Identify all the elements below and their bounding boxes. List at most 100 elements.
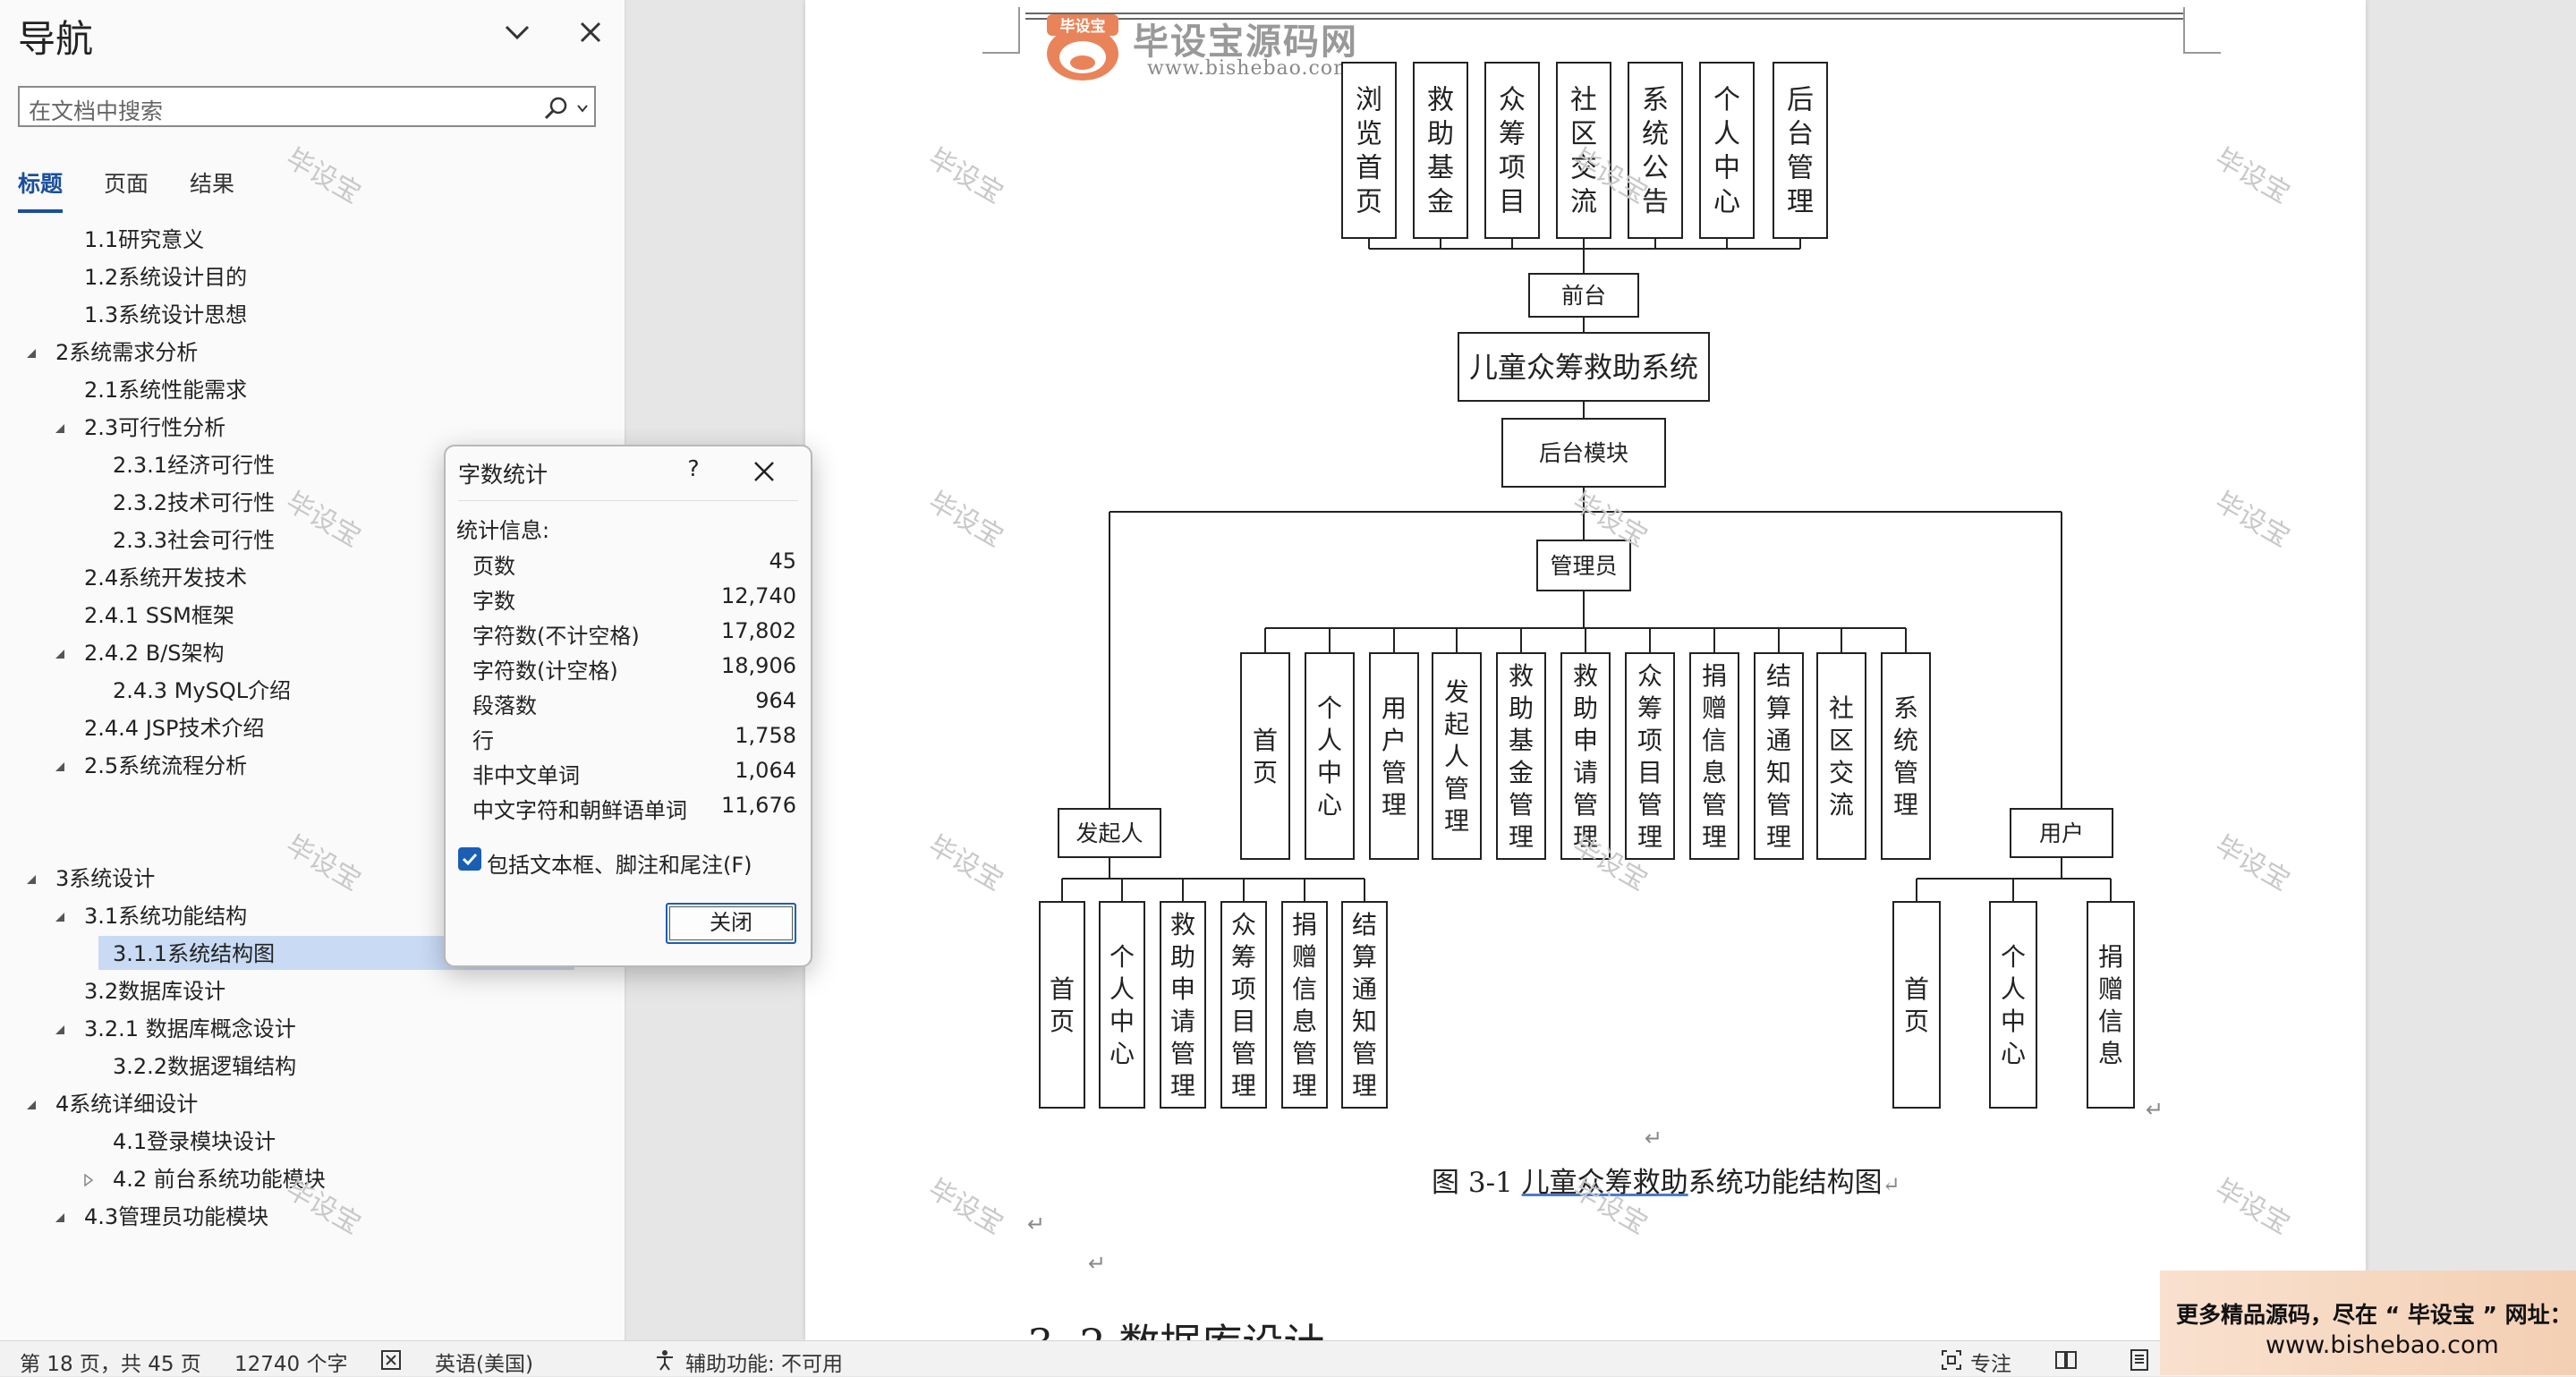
stat-label: 字符数(计空格)	[472, 659, 618, 684]
stat-value: 11,676	[721, 793, 796, 818]
outline-item-label: 2.1系统性能需求	[84, 378, 248, 403]
promo-line-1: 更多精品源码，尽在 “ 毕设宝 ” 网址：	[2176, 1302, 2572, 1328]
expanded-triangle-icon[interactable]	[25, 1099, 38, 1111]
outline-item-label: 4系统详细设计	[55, 1092, 199, 1117]
document-page[interactable]	[805, 0, 2366, 1340]
stat-value: 964	[755, 688, 796, 713]
stat-value: 45	[769, 548, 796, 574]
outline-item-label: 2.4.4 JSP技术介绍	[84, 716, 265, 741]
stat-value: 18,906	[721, 653, 796, 678]
outline-item-label: 3.2.2数据逻辑结构	[113, 1054, 297, 1079]
page-count[interactable]: 第 18 页，共 45 页	[20, 1353, 201, 1376]
paragraph-mark: ↵	[2146, 1097, 2164, 1122]
expanded-triangle-icon[interactable]	[54, 761, 66, 773]
stat-label: 段落数	[472, 693, 537, 718]
stat-label: 行	[472, 728, 494, 753]
word-count[interactable]: 12740 个字	[234, 1353, 348, 1376]
stat-value: 17,802	[721, 618, 796, 643]
expanded-triangle-icon[interactable]	[25, 873, 38, 886]
header-rule	[1025, 18, 2183, 20]
close-button[interactable]: 关闭	[666, 903, 796, 944]
caption-rest: 系统功能结构图	[1688, 1167, 1883, 1199]
outline-item-label: 2系统需求分析	[55, 340, 199, 365]
outline-item-label: 1.2系统设计目的	[84, 265, 248, 290]
stat-row: 中文字符和朝鲜语单词 11,676	[472, 793, 796, 825]
search-options-caret-icon[interactable]	[576, 102, 589, 115]
stat-value: 12,740	[721, 583, 796, 608]
watermark: 毕设宝	[280, 829, 366, 897]
proofing-icon[interactable]	[379, 1348, 403, 1372]
stat-label: 字符数(不计空格)	[472, 624, 640, 649]
print-layout-icon[interactable]	[2128, 1348, 2151, 1372]
include-textboxes-checkbox[interactable]	[458, 847, 481, 871]
nav-search-input[interactable]: 在文档中搜索	[18, 86, 596, 127]
close-icon[interactable]	[752, 459, 777, 484]
outline-item-label: 2.4.1 SSM框架	[84, 603, 234, 628]
dialog-title-divider	[458, 500, 798, 501]
help-button[interactable]: ?	[687, 455, 700, 481]
brand-logo: 毕设宝	[1047, 14, 1118, 81]
expanded-triangle-icon[interactable]	[54, 1211, 66, 1224]
close-icon[interactable]	[571, 13, 610, 52]
outline-item-label: 2.4.2 B/S架构	[84, 641, 225, 666]
outline-item-label: 2.3可行性分析	[84, 415, 226, 440]
stat-row: 段落数 964	[472, 688, 796, 720]
read-mode-icon[interactable]	[2054, 1348, 2078, 1372]
outline-item-label: 2.5系统流程分析	[84, 753, 248, 778]
watermark: 毕设宝	[280, 142, 366, 210]
figure-caption: 图 3-1 儿童众筹救助系统功能结构图↵	[1432, 1160, 1900, 1200]
tab-results[interactable]: 结果	[190, 171, 235, 197]
expanded-triangle-icon[interactable]	[54, 422, 66, 435]
outline-item-label: 3.1.1系统结构图	[113, 941, 276, 966]
stat-row: 字数 12,740	[472, 583, 796, 616]
include-textboxes-label[interactable]: 包括文本框、脚注和尾注(F)	[487, 853, 752, 878]
stat-label: 中文字符和朝鲜语单词	[472, 798, 687, 823]
outline-item-label: 2.3.1经济可行性	[113, 453, 276, 478]
expanded-triangle-icon[interactable]	[54, 911, 66, 923]
focus-icon[interactable]	[1940, 1348, 1963, 1372]
search-placeholder: 在文档中搜索	[29, 98, 164, 124]
collapsed-triangle-icon[interactable]	[82, 1174, 95, 1186]
chevron-down-icon[interactable]	[497, 13, 537, 52]
promo-banner[interactable]: 更多精品源码，尽在 “ 毕设宝 ” 网址： www.bishebao.com	[2160, 1271, 2576, 1375]
focus-mode-label[interactable]: 专注	[1970, 1353, 2011, 1376]
tab-headings[interactable]: 标题	[18, 171, 64, 197]
brand-url: www.bishebao.com	[1147, 57, 1353, 80]
stat-row: 字符数(计空格) 18,906	[472, 653, 796, 685]
nav-pane-title: 导航	[18, 17, 94, 61]
outline-item-label: 3.1系统功能结构	[84, 904, 248, 929]
language-indicator[interactable]: 英语(美国)	[435, 1353, 533, 1376]
outline-item-label: 4.1登录模块设计	[113, 1129, 276, 1154]
search-icon[interactable]	[542, 95, 569, 122]
accessibility-status[interactable]: 辅助功能: 不可用	[685, 1353, 844, 1376]
stat-label: 字数	[472, 589, 515, 614]
stat-label: 页数	[472, 554, 515, 579]
watermark: 毕设宝	[280, 486, 366, 554]
accessibility-icon[interactable]	[653, 1348, 676, 1372]
paragraph-mark: ↵	[1882, 1172, 1900, 1197]
header-rule	[1025, 13, 2183, 14]
expanded-triangle-icon[interactable]	[25, 347, 38, 360]
page-corner-mark	[982, 7, 1020, 54]
expanded-triangle-icon[interactable]	[54, 1024, 66, 1036]
outline-item-label: 3.2数据库设计	[84, 979, 226, 1004]
expanded-triangle-icon[interactable]	[54, 648, 66, 660]
word-count-dialog: 字数统计 ? 统计信息: 页数 45 字数 12,740 字符数(不计空格) 17,802…	[444, 445, 812, 967]
tab-pages[interactable]: 页面	[104, 171, 149, 197]
stat-value: 1,064	[735, 758, 796, 783]
status-bar: 第 18 页，共 45 页 12740 个字 英语(美国) 辅助功能: 不可用 …	[0, 1340, 2576, 1376]
outline-item-label: 4.2 前台系统功能模块	[113, 1167, 326, 1192]
outline-item-label: 3.2.1 数据库概念设计	[84, 1016, 296, 1041]
outline-item-label: 2.3.3社会可行性	[113, 528, 276, 553]
caption-prefix: 图 3-1	[1432, 1167, 1522, 1199]
paragraph-mark: ↵	[1088, 1251, 1107, 1276]
brand-name: 毕设宝源码网	[1133, 21, 1358, 63]
caption-underlined-term: 儿童众筹救助	[1521, 1167, 1688, 1199]
stats-heading: 统计信息:	[456, 518, 550, 543]
logo-badge-text: 毕设宝	[1060, 17, 1106, 36]
dialog-title: 字数统计	[458, 462, 548, 488]
outline-item-label: 2.3.2技术可行性	[113, 490, 276, 515]
stat-row: 字符数(不计空格) 17,802	[472, 618, 796, 650]
promo-url[interactable]: www.bishebao.com	[2266, 1331, 2499, 1359]
